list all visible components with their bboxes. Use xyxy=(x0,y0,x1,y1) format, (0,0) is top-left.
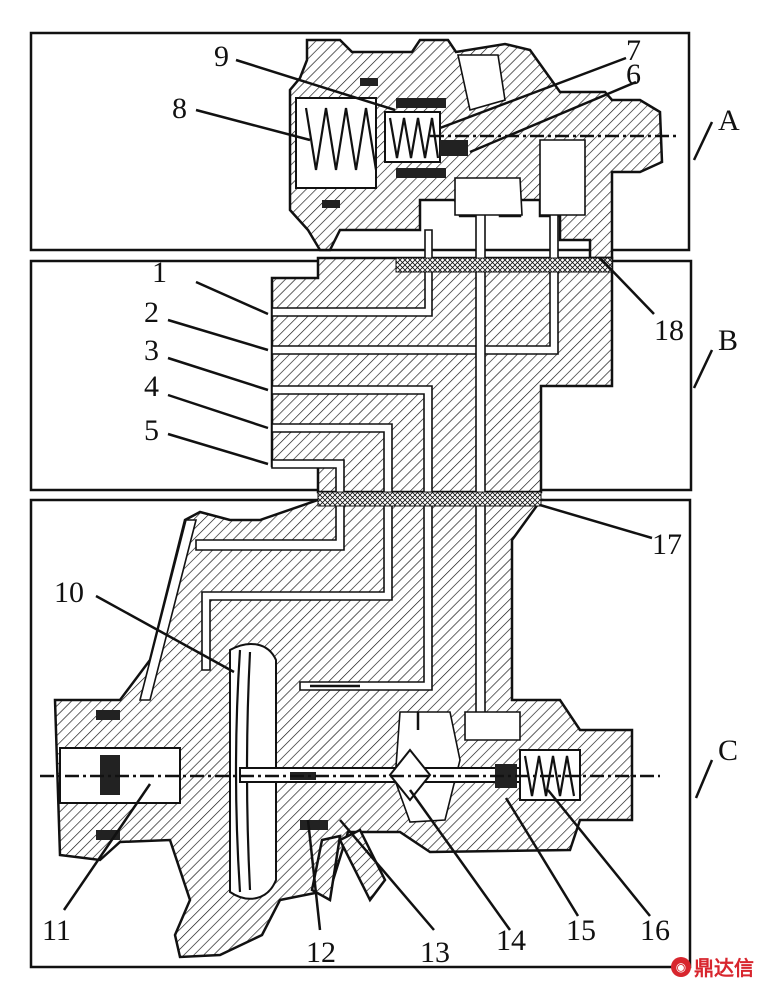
gasket-18 xyxy=(395,257,613,273)
top-mechanism xyxy=(295,78,468,208)
section-label-b: B xyxy=(718,324,738,357)
part-label-8: 8 xyxy=(172,92,187,125)
part-label-13: 13 xyxy=(420,936,450,969)
spring-8 xyxy=(304,107,378,171)
part-label-9: 9 xyxy=(214,40,229,73)
part-label-15: 15 xyxy=(566,914,596,947)
part-label-3: 3 xyxy=(144,334,159,367)
part-label-11: 11 xyxy=(42,914,71,947)
part-label-10: 10 xyxy=(54,576,84,609)
ddx-logo-icon: ◉ xyxy=(671,956,691,977)
gasket-17 xyxy=(317,491,542,507)
section-label-a: A xyxy=(718,104,740,137)
part-label-14: 14 xyxy=(496,924,526,957)
part-label-2: 2 xyxy=(144,296,159,329)
watermark-logo: ◉ 鼎达信 xyxy=(671,952,754,981)
part-label-5: 5 xyxy=(144,414,159,447)
spring-7 xyxy=(388,117,440,159)
part-label-18: 18 xyxy=(654,314,684,347)
part-label-7: 7 xyxy=(626,34,641,67)
section-label-c: C xyxy=(718,734,738,767)
part-label-4: 4 xyxy=(144,370,159,403)
part-label-17: 17 xyxy=(652,528,682,561)
part-label-16: 16 xyxy=(640,914,670,947)
part-label-12: 12 xyxy=(306,936,336,969)
part-labels: 1 2 3 4 5 6 7 8 9 10 11 12 13 14 15 16 1… xyxy=(42,34,684,969)
leader-lines xyxy=(62,56,714,931)
watermark-text: 鼎达信 xyxy=(694,956,754,980)
part-label-1: 1 xyxy=(152,256,167,289)
diaphragm-10 xyxy=(234,649,242,893)
part-label-6: 6 xyxy=(626,58,641,91)
section-a-frame xyxy=(29,31,691,252)
